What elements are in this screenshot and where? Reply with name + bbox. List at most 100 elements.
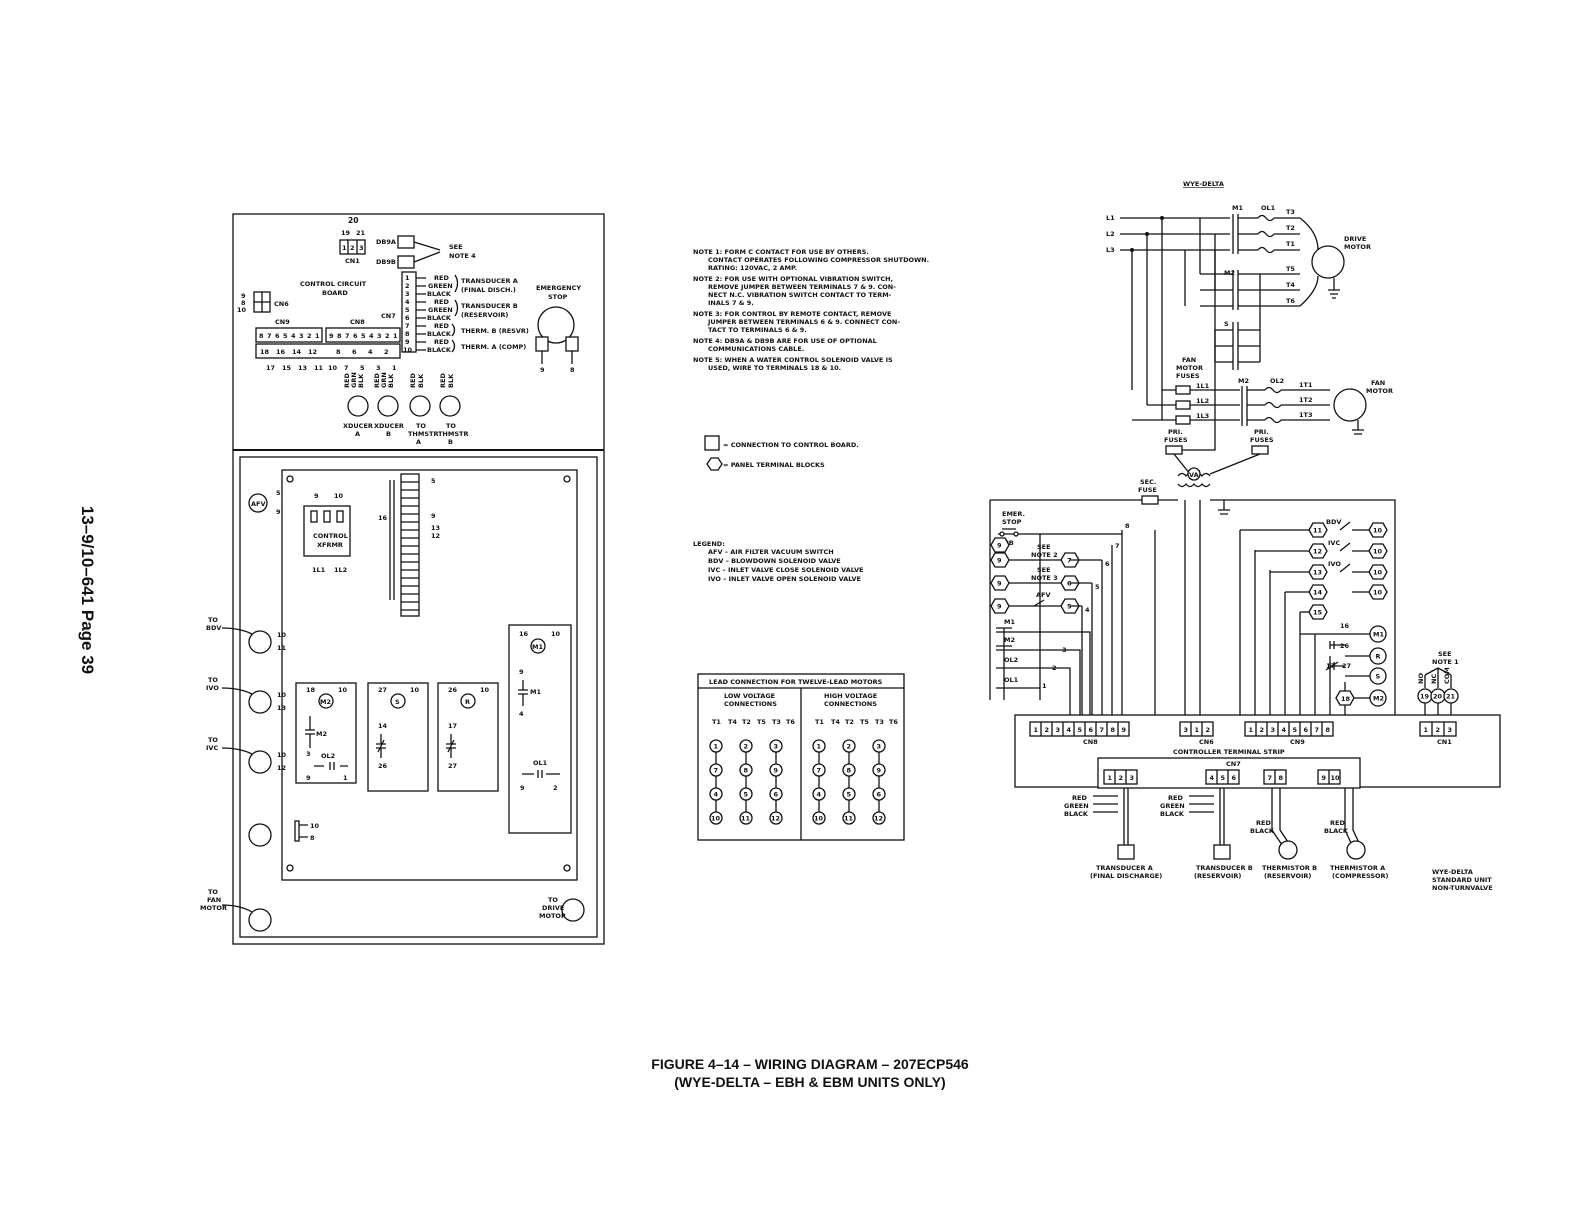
thermistor-a-icon xyxy=(1346,840,1366,860)
fan-line-label: 1L3 xyxy=(1196,412,1209,420)
row-number: 12 xyxy=(308,348,317,356)
cn9-pin: 2 xyxy=(307,332,312,340)
board-terminal-row xyxy=(255,343,401,359)
fan-fuse-icon xyxy=(1175,400,1191,410)
wire-number: 2 xyxy=(1052,664,1057,672)
lead-col-header: T6 xyxy=(889,718,898,726)
ivo-number: 13 xyxy=(277,704,286,712)
bottom-number: 11 xyxy=(314,364,324,372)
cn9-pin: 8 xyxy=(259,332,264,340)
strip-cn9-pin: 6 xyxy=(1304,726,1309,734)
to-drive: TO xyxy=(548,896,558,904)
strip-cn7-pin: 6 xyxy=(1232,774,1237,782)
strip-cn7-pin: 5 xyxy=(1221,774,1226,782)
terminal-block-icon xyxy=(1368,543,1388,559)
strip-cn7-pin: 9 xyxy=(1322,774,1327,782)
panel-terminal-strip xyxy=(400,473,420,617)
cn7-pin: 7 xyxy=(405,322,410,330)
relay-coil-label: R xyxy=(1376,653,1381,661)
afv-label: AFV xyxy=(1036,591,1051,599)
wire-color: GREEN xyxy=(1064,802,1089,810)
estop-label: EMERGENCY xyxy=(536,284,581,292)
strip-cn6-connector xyxy=(1179,721,1214,737)
conn-label: TO xyxy=(416,422,426,430)
cn7-label: CN7 xyxy=(381,312,396,320)
relay-coil-label: M1 xyxy=(1373,631,1384,639)
xfmr-label: CONTROL xyxy=(313,532,348,540)
wire-color: BLACK xyxy=(427,314,452,322)
cn8-pin: 9 xyxy=(329,332,334,340)
legend-title: LEGEND: xyxy=(693,540,725,548)
drive-motor-label: DRIVE xyxy=(1344,235,1366,243)
control-panel: 20 19 21 1 2 3 CN1 DB9A DB9B SEE NOTE 4 … xyxy=(200,213,605,945)
m2-label: M2 xyxy=(1224,269,1235,277)
row-number: 4 xyxy=(368,348,373,356)
strip-number: 16 xyxy=(378,514,388,522)
strip-cn1-pin: 1 xyxy=(1424,726,1429,734)
terminal-block-number: 12 xyxy=(1313,548,1322,556)
row-number: 6 xyxy=(352,348,357,356)
cn7-pin: 2 xyxy=(405,282,410,290)
lead-table-head: CONNECTIONS xyxy=(724,700,777,708)
strip-number: 12 xyxy=(431,532,440,540)
conn-label: TO xyxy=(446,422,456,430)
strip-cn7-pin: 8 xyxy=(1279,774,1284,782)
fan-m2-label: M2 xyxy=(1238,377,1249,385)
lead-cell-value: 6 xyxy=(877,791,882,799)
cn6-number: 10 xyxy=(237,306,247,314)
lead-col-header: T4 xyxy=(728,718,737,726)
strip-cn7-pin: 4 xyxy=(1210,774,1215,782)
ivc-number: 10 xyxy=(277,751,287,759)
strip-cn7-pin: 2 xyxy=(1119,774,1124,782)
thermistor-b-icon xyxy=(1278,840,1298,860)
wye-delta-schematic: WYE-DELTA L1 L2 L3 M1 OL1 T3 T2 T1 M2 T5… xyxy=(989,180,1501,892)
m2-coil-label: M2 xyxy=(320,698,331,706)
terminal-block-icon xyxy=(1368,522,1388,538)
row-number: 16 xyxy=(276,348,286,356)
strip-cn1-connector xyxy=(1419,721,1457,737)
bottom-number: 15 xyxy=(282,364,292,372)
lead-table-head: HIGH VOLTAGE xyxy=(824,692,877,700)
note-line: NECT N.C. VIBRATION SWITCH CONTACT TO TE… xyxy=(708,291,892,299)
lead-col-header: T1 xyxy=(815,718,824,726)
page-reference: 13–9/10–641 Page 39 xyxy=(72,470,97,710)
bottom-number: 10 xyxy=(328,364,338,372)
xducer-b-connector xyxy=(377,395,399,417)
terminal-block-number: 9 xyxy=(997,603,1002,611)
cn1-tag: COM xyxy=(1443,667,1451,684)
wire-color: RED xyxy=(1072,794,1087,802)
pri-fuses-label: FUSES xyxy=(1164,436,1188,444)
strip-cn9-pin: 4 xyxy=(1282,726,1287,734)
db9a-connector xyxy=(397,235,415,249)
m1-contactor xyxy=(508,624,572,834)
note-line: COMMUNICATIONS CABLE. xyxy=(708,345,804,353)
terminal-block-number: 10 xyxy=(1373,589,1383,597)
xducer-a-connector xyxy=(347,395,369,417)
relay-r-number: 17 xyxy=(448,722,457,730)
terminal-label: T6 xyxy=(1286,297,1295,305)
terminal-block-number: 15 xyxy=(1313,609,1323,617)
caption-line-2: (WYE-DELTA – EBH & EBM UNITS ONLY) xyxy=(674,1074,946,1090)
cn1-pin: 1 xyxy=(342,244,347,252)
terminal-label: T5 xyxy=(1286,265,1295,273)
control-circuit-board: 20 19 21 1 2 3 CN1 DB9A DB9B SEE NOTE 4 … xyxy=(237,216,581,446)
see-note2: NOTE 2 xyxy=(1031,551,1058,559)
cn7-pin: 4 xyxy=(405,298,410,306)
conn-wire: GRN xyxy=(380,372,388,388)
ivc-connector xyxy=(248,750,272,774)
lead-cell-value: 9 xyxy=(877,767,882,775)
bdv-connector xyxy=(248,630,272,654)
coil-number: 18 xyxy=(1341,695,1351,703)
bottom-number: 3 xyxy=(376,364,381,372)
row-number: 18 xyxy=(260,348,270,356)
db9b-connector xyxy=(397,255,415,269)
cn7-connector xyxy=(401,271,417,353)
cn8-label: CN8 xyxy=(350,318,365,326)
board-row-numbers: 18 16 14 12 8 6 4 2 xyxy=(260,348,389,356)
pri-fuse-icon xyxy=(1165,445,1183,455)
coil-number: 27 xyxy=(1342,662,1351,670)
lead-col-header: T4 xyxy=(831,718,840,726)
terminal-label: T4 xyxy=(1286,281,1295,289)
